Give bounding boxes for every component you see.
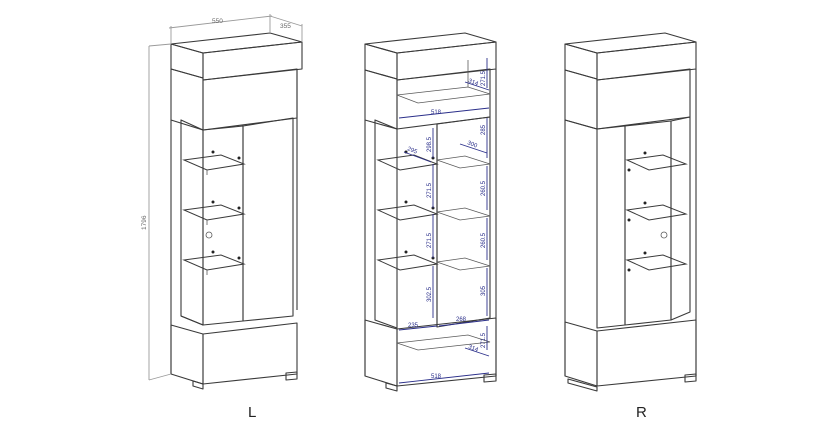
svg-text:300: 300 (466, 140, 478, 150)
svg-text:271.5: 271.5 (481, 332, 487, 348)
cabinet-middle: 271.5 314 518 285 300 260.5 260.5 305 29… (364, 32, 497, 392)
cabinet-left-bottom-drawer (202, 322, 298, 385)
left-variant-label: L (248, 404, 257, 421)
lock-icon (660, 231, 668, 239)
svg-text:260.5: 260.5 (481, 180, 487, 196)
svg-text:295: 295 (406, 146, 418, 156)
right-variant-label: R (636, 404, 647, 421)
cabinet-left-door (242, 117, 294, 322)
cabinet-right-glass-door (624, 120, 672, 326)
svg-text:518: 518 (431, 374, 442, 380)
cabinet-right-door (596, 125, 626, 329)
cabinet-left-drawer (202, 68, 298, 131)
svg-text:271.5: 271.5 (481, 70, 487, 86)
svg-text:285: 285 (481, 124, 487, 135)
svg-text:268: 268 (456, 317, 467, 323)
lock-icon (205, 231, 213, 239)
svg-text:314: 314 (467, 78, 479, 88)
svg-text:518: 518 (431, 110, 442, 116)
svg-text:305: 305 (481, 285, 487, 296)
svg-text:314: 314 (467, 344, 479, 354)
svg-text:298.5: 298.5 (427, 136, 433, 152)
svg-text:260.5: 260.5 (481, 232, 487, 248)
svg-text:271.5: 271.5 (427, 232, 433, 248)
cabinet-right-bottom-drawer (596, 319, 697, 387)
depth-dimension: 355 (280, 23, 291, 30)
cabinet-left: 550 355 1796 (141, 14, 303, 390)
width-dimension: 550 (212, 18, 223, 25)
svg-text:302.5: 302.5 (427, 286, 433, 302)
svg-text:235: 235 (408, 323, 419, 329)
svg-text:271.5: 271.5 (427, 182, 433, 198)
cabinet-right (564, 32, 697, 392)
height-dimension: 1796 (141, 215, 148, 230)
